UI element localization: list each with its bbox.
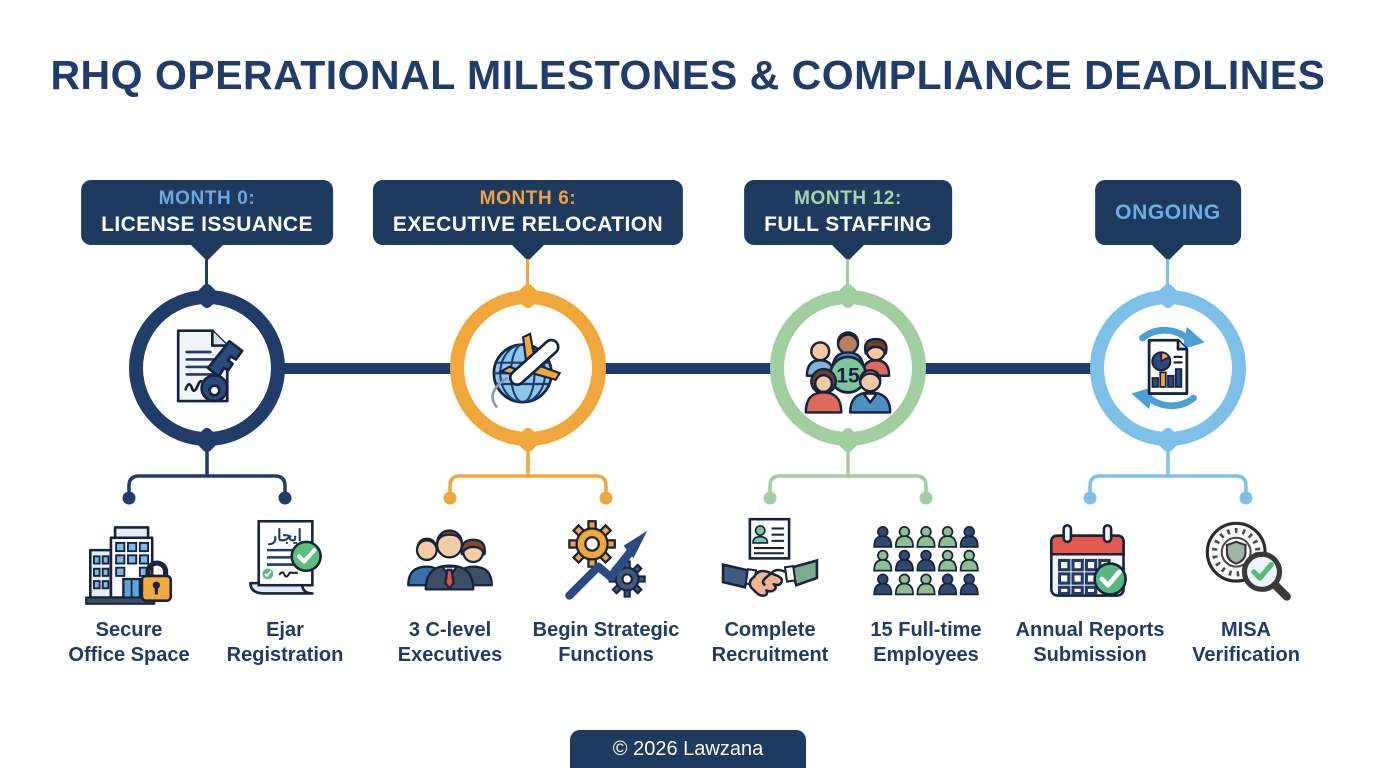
sub-item-label: Annual Reports Submission [1015, 619, 1165, 666]
timeline-line [207, 363, 1168, 374]
header-pointer-tail [511, 244, 545, 261]
sub-item-secure-office-space: Secure Office Space [51, 512, 207, 668]
sub-item-fifteen-employees: 15 Full-time Employees [848, 512, 1004, 668]
license-document-key-icon [176, 329, 244, 403]
sub-item-label: 3 C-level Executives [397, 619, 503, 666]
handshake-resume-icon [721, 517, 819, 597]
milestone-month-label: ONGOING [1115, 200, 1221, 224]
sub-item-label: Ejar Registration [226, 619, 344, 666]
ejar-contract-check-icon: ايجار [249, 519, 322, 595]
milestone-header-month-0: MONTH 0: LICENSE ISSUANCE [81, 180, 333, 245]
sub-item-c-level-executives: 3 C-level Executives [372, 512, 528, 668]
sub-item-annual-reports: Annual Reports Submission [1012, 512, 1168, 668]
sub-item-misa-verification: MISA Verification [1168, 512, 1324, 668]
milestone-month-label: MONTH 0: [158, 187, 256, 209]
branch-connector-month-0 [122, 450, 292, 505]
milestone-circle-month-0 [129, 290, 285, 446]
calendar-check-icon [1050, 524, 1127, 597]
sub-item-complete-recruitment: Complete Recruitment [692, 512, 848, 668]
header-stem [846, 259, 849, 289]
sub-item-begin-strategic-functions: Begin Strategic Functions [528, 512, 684, 668]
milestone-header-month-6: MONTH 6: EXECUTIVE RELOCATION [372, 180, 684, 245]
milestone-title-label: FULL STAFFING [764, 213, 932, 237]
milestone-title-label: LICENSE ISSUANCE [101, 213, 313, 237]
svg-text:ايجار: ايجار [267, 527, 302, 546]
branch-connector-month-12 [763, 450, 933, 505]
milestone-month-label: MONTH 6: [479, 187, 577, 209]
gears-growth-arrow-icon [565, 520, 648, 600]
header-pointer-tail [831, 244, 865, 261]
recurring-reports-icon [1131, 326, 1205, 410]
sub-item-label: MISA Verification [1192, 619, 1300, 666]
header-stem [526, 259, 529, 289]
sub-item-ejar-registration: ايجار Ejar Registration [207, 512, 363, 668]
milestone-circle-month-12: 15 [770, 290, 926, 446]
footer-copyright: © 2026 Lawzana [570, 730, 806, 768]
header-stem [205, 259, 208, 289]
header-pointer-tail [1151, 244, 1185, 261]
footer-text: © 2026 Lawzana [612, 737, 764, 760]
branch-connector-ongoing [1083, 450, 1253, 505]
globe-airplane-icon [491, 332, 562, 409]
header-pointer-tail [190, 244, 224, 261]
milestone-header-ongoing: ONGOING [1095, 180, 1241, 245]
page-title: RHQ OPERATIONAL MILESTONES & COMPLIANCE … [50, 52, 1326, 98]
milestone-header-month-12: MONTH 12: FULL STAFFING [744, 180, 952, 245]
branch-connector-month-6 [443, 450, 613, 505]
sub-item-label: Secure Office Space [68, 619, 190, 666]
team-group-icon: 15 [804, 331, 892, 414]
employees-grid-icon [873, 526, 979, 596]
executives-icon [407, 529, 493, 591]
sub-item-label: Begin Strategic Functions [532, 619, 680, 666]
office-building-lock-icon [85, 526, 173, 605]
svg-text:15: 15 [836, 364, 860, 387]
milestone-circle-month-6 [450, 290, 606, 446]
sub-item-label: 15 Full-time Employees [870, 619, 982, 666]
sub-item-label: Complete Recruitment [711, 619, 829, 666]
milestone-circle-ongoing [1090, 290, 1246, 446]
milestone-month-label: MONTH 12: [794, 187, 902, 209]
seal-magnifier-check-icon [1205, 521, 1291, 601]
header-stem [1166, 259, 1169, 289]
milestone-title-label: EXECUTIVE RELOCATION [392, 213, 664, 237]
